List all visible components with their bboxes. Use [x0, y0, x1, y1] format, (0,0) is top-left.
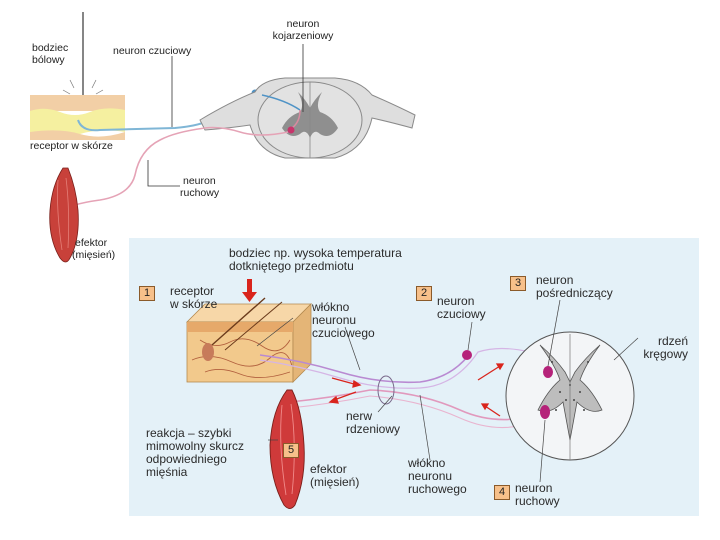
step-badge-3: 3 [510, 276, 526, 291]
step-badge-1: 1 [139, 286, 155, 301]
spinal-nerve-bundle [377, 375, 395, 405]
hair-follicle [202, 343, 214, 361]
motor-neuron-body-top [287, 126, 295, 134]
sensory-fiber-bottom [259, 354, 469, 384]
muscle-top [49, 167, 79, 263]
step-badge-4: 4 [494, 485, 510, 500]
sensory-neuron-body-bottom [462, 350, 472, 360]
skin-base [30, 130, 125, 140]
interneuron-body-bottom [543, 366, 553, 378]
step-badge-5: 5 [283, 443, 299, 458]
top-receptor-label: receptor w skórze [30, 140, 113, 152]
step-badge-2: 2 [416, 286, 432, 301]
interneuron-fiber-top [291, 109, 301, 129]
motor-neuron-body-bottom [540, 405, 550, 419]
motor-fiber-bottom [289, 389, 546, 421]
motor-fiber-top [74, 126, 289, 206]
stimulus-arrow [242, 292, 257, 302]
bottom-effector-label: efektor(mięsień) [310, 462, 360, 489]
top-sensory-neuron-label: neuron czuciowy [113, 45, 192, 57]
pain-rays [62, 79, 104, 95]
skin-epidermis [30, 95, 125, 111]
top-effector-label: efektor(mięsień) [72, 237, 116, 261]
impulse-arrows [328, 363, 505, 417]
